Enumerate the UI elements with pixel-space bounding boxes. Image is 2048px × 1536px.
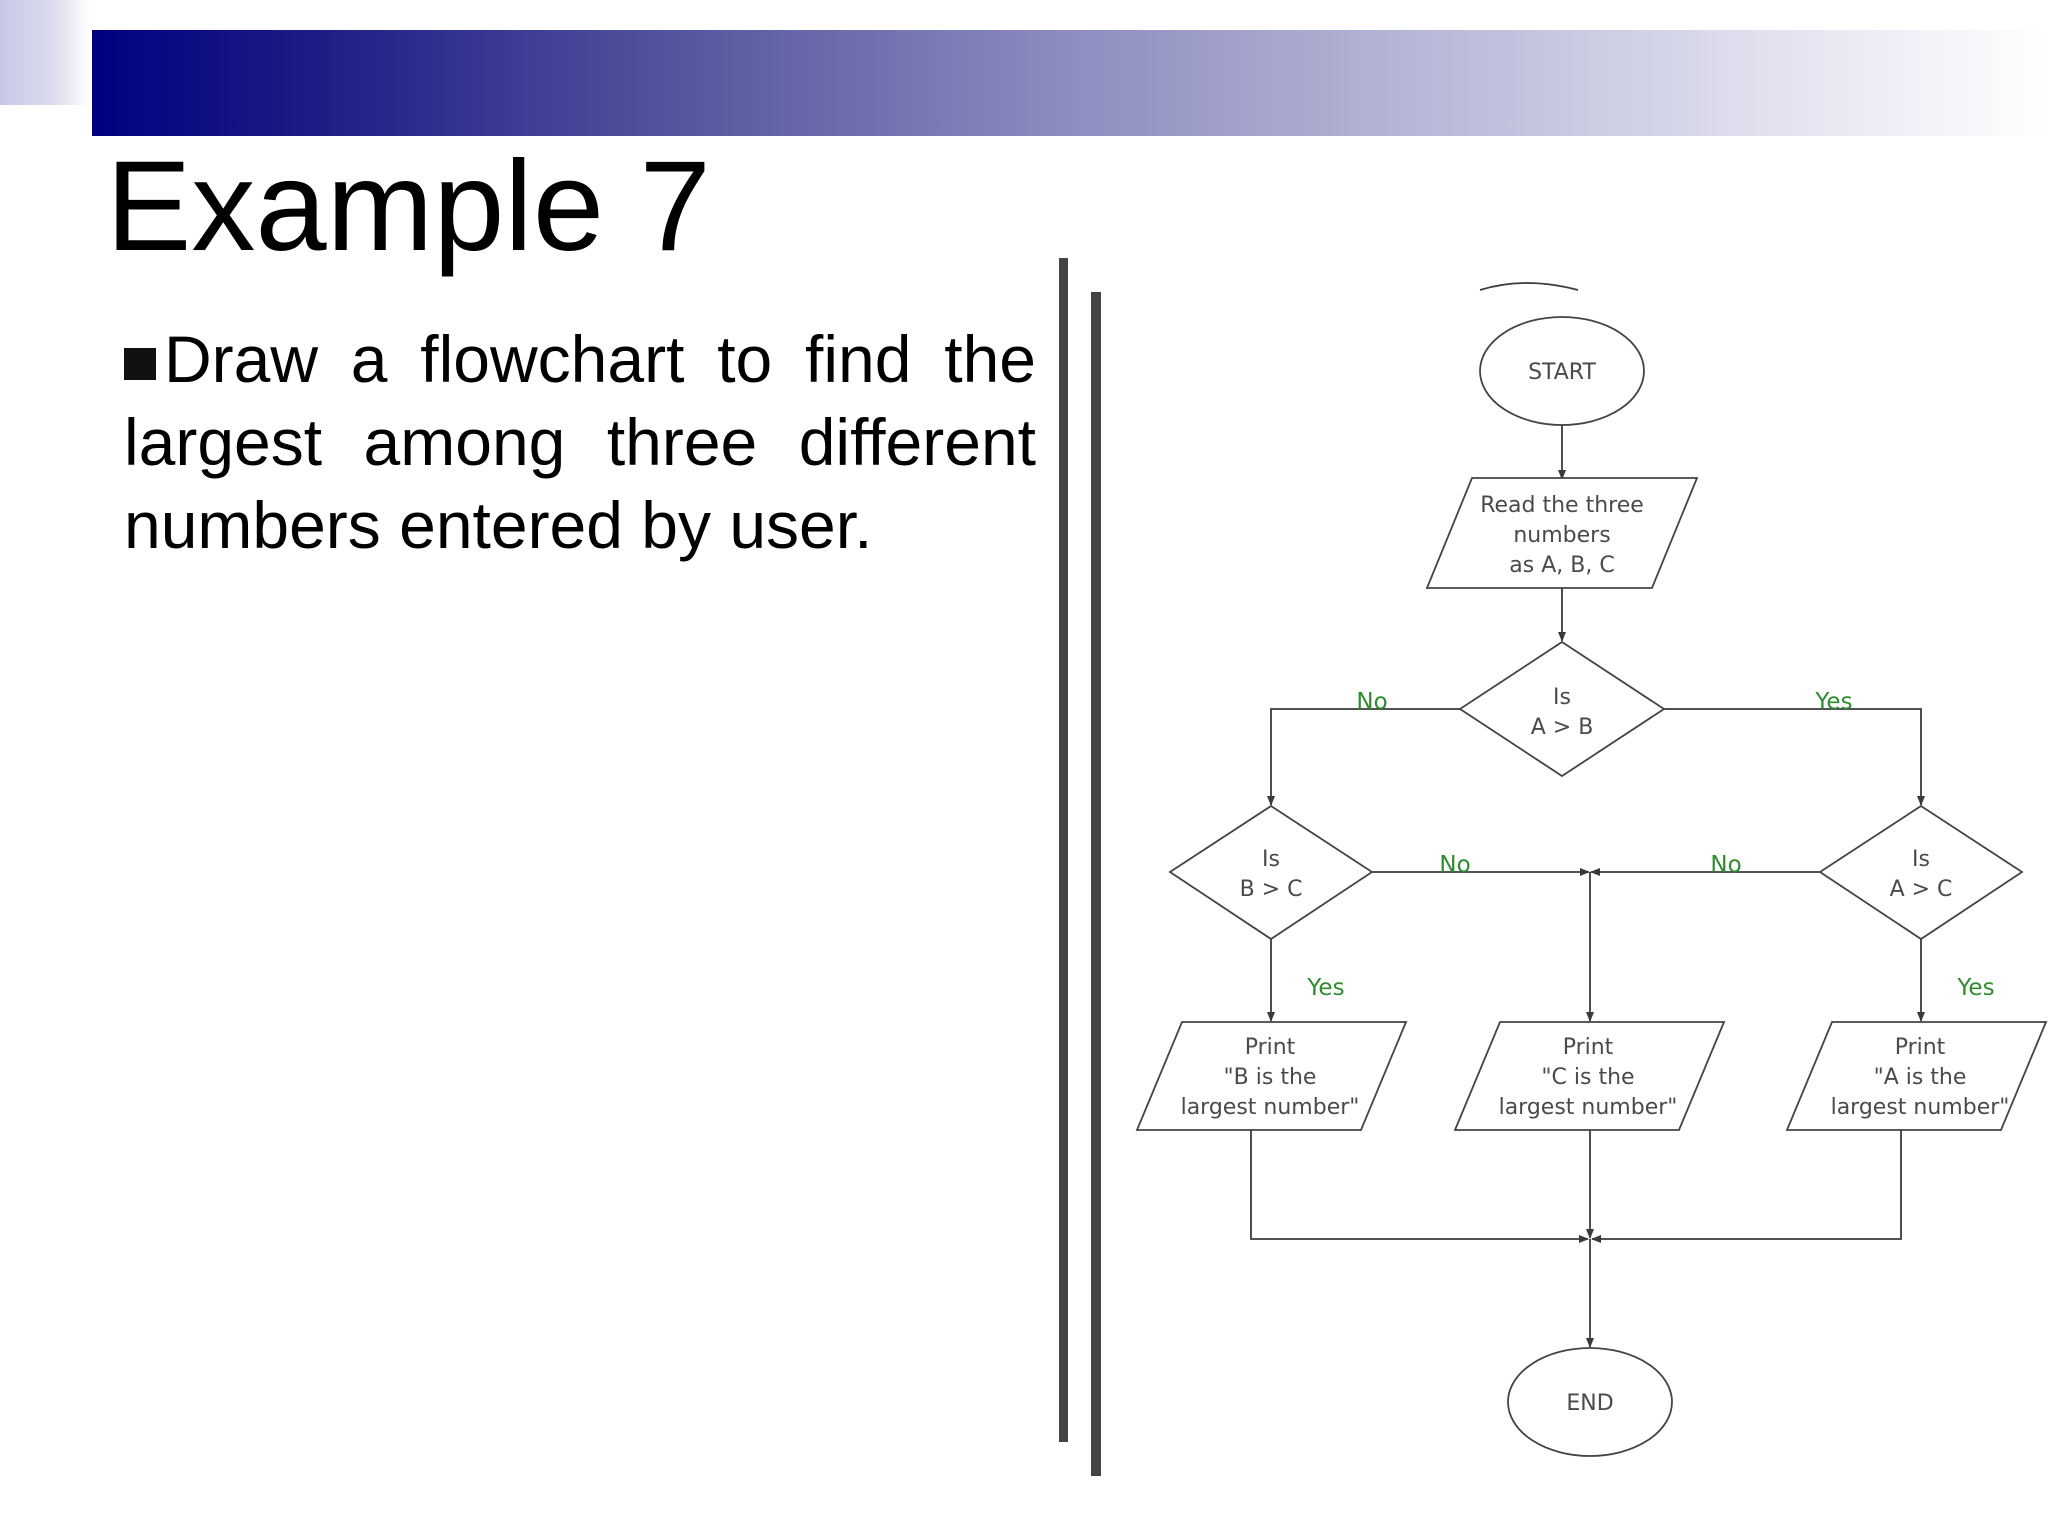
- edge-print-a-merge: [1591, 1130, 1902, 1243]
- bullet-item: Draw a flowchart to find the largest amo…: [124, 318, 1036, 567]
- edge-ab-no: [1267, 708, 1460, 806]
- print-b-node: Print "B is the largest number": [1135, 1021, 1408, 1131]
- print-c-line-1: Print: [1563, 1035, 1614, 1060]
- decorative-arc: [1479, 282, 1579, 291]
- print-c-line-2: "C is the: [1541, 1065, 1634, 1090]
- label-ac-no: No: [1710, 852, 1741, 878]
- input-line-1: Read the three: [1480, 493, 1644, 518]
- start-node: START: [1479, 316, 1645, 426]
- print-a-line-2: "A is the: [1874, 1065, 1967, 1090]
- decision-a-gt-b: Is A > B: [1458, 640, 1666, 778]
- print-c-line-3: largest number": [1499, 1095, 1678, 1120]
- end-node: END: [1507, 1347, 1673, 1457]
- print-b-line-3: largest number": [1181, 1095, 1360, 1120]
- decision-ac-line-2: A > C: [1890, 877, 1953, 902]
- square-bullet-icon: [124, 348, 156, 380]
- bullet-text: Draw a flowchart to find the largest amo…: [124, 322, 1036, 562]
- input-line-3: as A, B, C: [1509, 553, 1614, 578]
- label-ab-yes: Yes: [1814, 689, 1852, 715]
- decision-ac-line-1: Is: [1912, 847, 1930, 872]
- print-a-line-3: largest number": [1831, 1095, 2010, 1120]
- label-bc-no: No: [1439, 852, 1470, 878]
- input-node: Read the three numbers as A, B, C: [1425, 477, 1699, 589]
- label-ac-yes: Yes: [1956, 975, 1994, 1001]
- print-a-line-1: Print: [1895, 1035, 1946, 1060]
- decision-bc-line-1: Is: [1262, 847, 1280, 872]
- label-ab-no: No: [1356, 689, 1387, 715]
- edge-print-b-merge: [1250, 1130, 1589, 1243]
- start-label: START: [1528, 360, 1596, 385]
- decision-a-gt-c: Is A > C: [1818, 804, 2024, 941]
- decision-bc-line-2: B > C: [1240, 877, 1303, 902]
- title-gradient-bar: [92, 30, 2048, 136]
- print-b-line-1: Print: [1245, 1035, 1296, 1060]
- vertical-divider-left: [1059, 258, 1068, 1442]
- edge-ab-yes: [1664, 708, 1925, 806]
- print-a-node: Print "A is the largest number": [1785, 1021, 2048, 1131]
- corner-decoration: [0, 0, 90, 105]
- decision-ab-line-1: Is: [1553, 685, 1571, 710]
- vertical-divider-right: [1091, 292, 1101, 1476]
- input-line-2: numbers: [1513, 523, 1610, 548]
- label-bc-yes: Yes: [1306, 975, 1344, 1001]
- slide-title: Example 7: [106, 135, 711, 278]
- print-b-line-2: "B is the: [1224, 1065, 1317, 1090]
- decision-ab-line-2: A > B: [1531, 715, 1594, 740]
- end-label: END: [1566, 1391, 1613, 1416]
- decision-b-gt-c: Is B > C: [1168, 804, 1374, 941]
- print-c-node: Print "C is the largest number": [1453, 1021, 1726, 1131]
